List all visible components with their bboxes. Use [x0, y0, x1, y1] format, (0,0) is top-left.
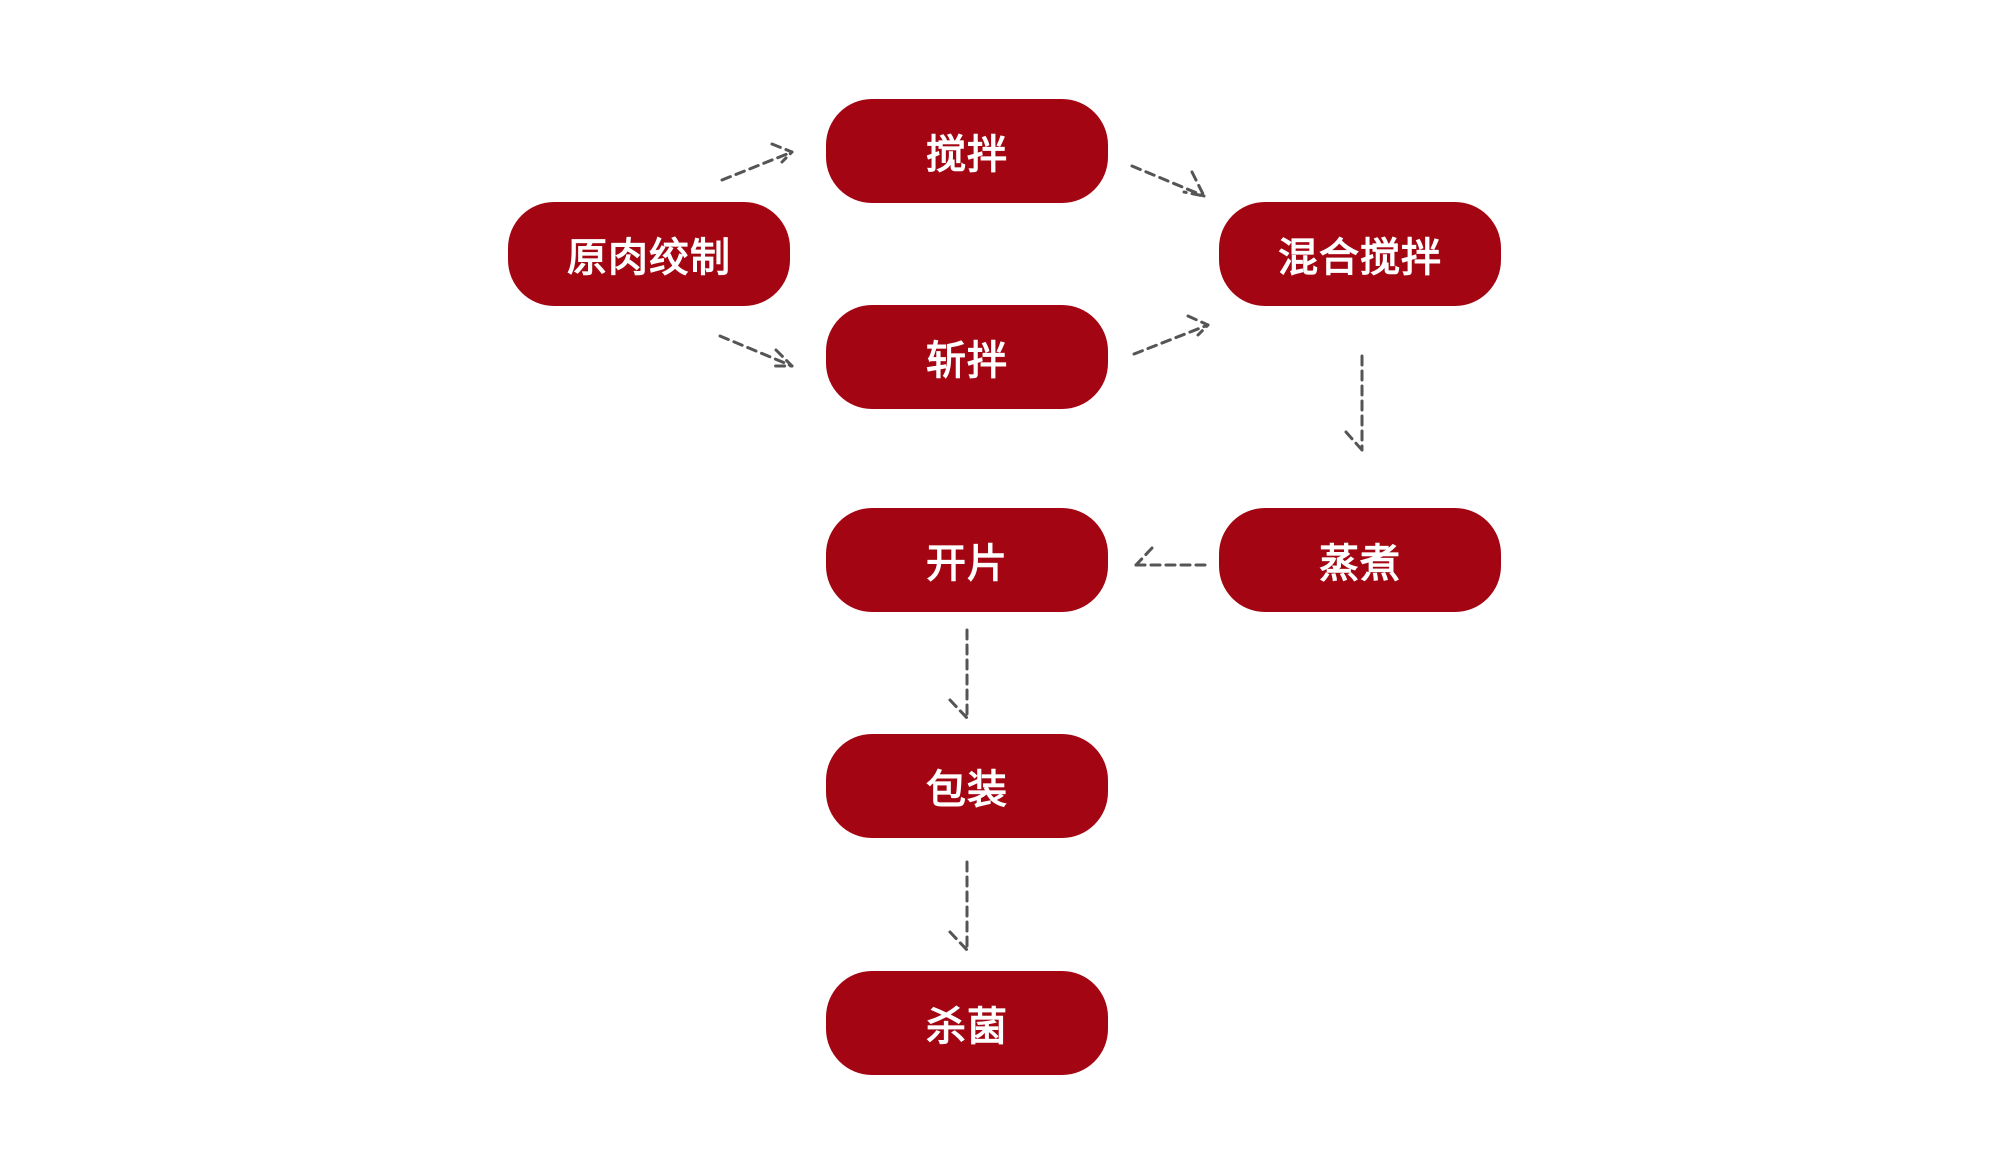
arrow-steam-to-slice	[1134, 546, 1207, 567]
arrow-pack-to-sterile	[948, 860, 969, 952]
node-label: 斩拌	[926, 338, 1008, 384]
node-stirring: 搅拌	[826, 99, 1108, 203]
arrow-raw-to-stir	[720, 142, 794, 182]
node-mixed-stirring: 混合搅拌	[1219, 202, 1501, 306]
node-label: 杀菌	[926, 1004, 1008, 1050]
node-steaming: 蒸煮	[1219, 508, 1501, 612]
node-label: 混合搅拌	[1278, 235, 1442, 281]
node-sterilization: 杀菌	[826, 971, 1108, 1075]
arrow-chop-to-mix	[1132, 314, 1210, 356]
node-label: 开片	[926, 541, 1008, 587]
arrow-stir-to-mix	[1130, 164, 1206, 198]
node-slicing: 开片	[826, 508, 1108, 612]
arrow-slice-to-pack	[948, 628, 969, 720]
arrow-raw-to-chop	[718, 334, 794, 368]
arrow-mix-to-steam	[1344, 354, 1364, 452]
node-chopping: 斩拌	[826, 305, 1108, 409]
node-raw-meat-grinding: 原肉绞制	[508, 202, 790, 306]
node-packaging: 包装	[826, 734, 1108, 838]
node-label: 原肉绞制	[567, 235, 731, 281]
node-label: 蒸煮	[1319, 541, 1401, 587]
node-label: 搅拌	[926, 132, 1008, 178]
node-label: 包装	[926, 767, 1008, 813]
